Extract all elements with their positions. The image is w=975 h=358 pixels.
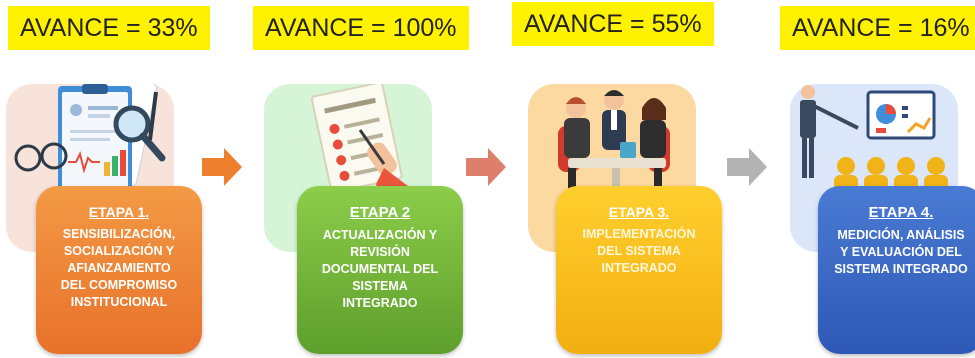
stage-card: ETAPA 1. SENSIBILIZACIÓN, SOCIALIZACIÓN … xyxy=(36,186,202,354)
stage-description: SENSIBILIZACIÓN, SOCIALIZACIÓN Y AFIANZA… xyxy=(60,227,178,309)
progress-label: AVANCE = 100% xyxy=(253,6,469,50)
stage-1: AVANCE = 33% ETAPA 1. SENSIBILIZACIÓN, S xyxy=(0,0,230,358)
progress-label: AVANCE = 55% xyxy=(512,2,714,46)
arrow-right-icon xyxy=(727,148,767,191)
stage-description: IMPLEMENTACIÓN DEL SISTEMA INTEGRADO xyxy=(582,227,696,275)
stage-title: ETAPA 4. xyxy=(868,204,934,221)
stage-3: AVANCE = 55% ETAPA 3. IMPLEMENTACIÓN DEL… xyxy=(510,0,740,358)
checklist-magnifier-icon xyxy=(6,84,174,252)
stage-description: MEDICIÓN, ANÁLISIS Y EVALUACIÓN DEL SIST… xyxy=(834,228,968,276)
stage-title: ETAPA 1. xyxy=(88,204,150,220)
stage-title: ETAPA 3. xyxy=(608,204,670,220)
progress-label: AVANCE = 16% xyxy=(780,6,975,50)
stage-title: ETAPA 2 xyxy=(349,204,411,221)
stage-2: AVANCE = 100% ETAPA 2 ACTUALIZACIÓN Y RE… xyxy=(250,0,480,358)
stage-4: AVANCE = 16% xyxy=(770,0,975,358)
stage-description: ACTUALIZACIÓN Y REVISIÓN DOCUMENTAL DEL … xyxy=(321,228,439,310)
stage-card: ETAPA 3. IMPLEMENTACIÓN DEL SISTEMA INTE… xyxy=(556,186,722,354)
progress-label: AVANCE = 33% xyxy=(8,6,210,50)
stage-card: ETAPA 2 ACTUALIZACIÓN Y REVISIÓN DOCUMEN… xyxy=(297,186,463,354)
stage-card: ETAPA 4. MEDICIÓN, ANÁLISIS Y EVALUACIÓN… xyxy=(818,186,975,354)
arrow-right-icon xyxy=(466,148,506,191)
arrow-right-icon xyxy=(202,148,242,191)
